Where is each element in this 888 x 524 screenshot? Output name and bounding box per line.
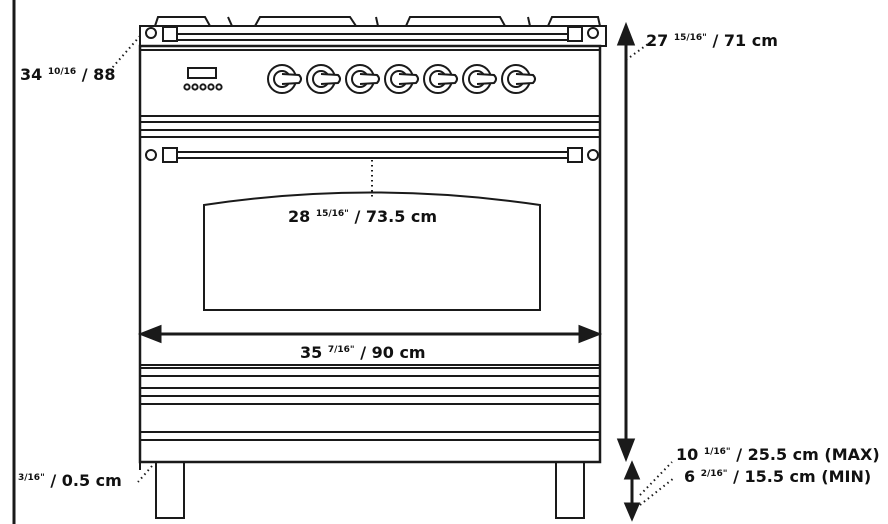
range-body xyxy=(138,44,602,464)
control-knob xyxy=(345,64,380,94)
control-button xyxy=(183,83,191,91)
panel-trim xyxy=(140,121,600,131)
control-buttons xyxy=(183,83,223,91)
handle-end-right xyxy=(587,149,599,161)
leg-arrow xyxy=(623,460,641,522)
cooktop-grates xyxy=(154,16,601,27)
top-rail xyxy=(139,25,607,47)
oven-door xyxy=(139,136,601,366)
control-button xyxy=(215,83,223,91)
range-legs xyxy=(139,461,585,519)
leader-lines xyxy=(111,35,675,506)
control-knob xyxy=(501,64,536,94)
width-label: 35 7/16" / 90 cm xyxy=(300,337,426,362)
oven-height-label: 28 15/16" / 73.5 cm xyxy=(288,201,437,226)
depth-label: 34 10/16 / 88 xyxy=(20,59,115,84)
height-label: 27 15/16" / 71 cm xyxy=(646,25,778,50)
leg-max-label: 10 1/16" / 25.5 cm (MAX) xyxy=(676,439,880,464)
foot-gap-label: 3/16" / 0.5 cm xyxy=(18,465,122,490)
handle-end-left xyxy=(145,149,157,161)
leg-min-label: 6 2/16" / 15.5 cm (MIN) xyxy=(684,461,871,486)
display-screen xyxy=(187,67,217,79)
control-knob xyxy=(267,64,302,94)
control-button xyxy=(199,83,207,91)
control-button xyxy=(207,83,215,91)
control-button xyxy=(191,83,199,91)
lower-drawer xyxy=(140,367,600,441)
oven-window xyxy=(203,191,541,311)
control-panel xyxy=(139,49,601,117)
control-knob xyxy=(423,64,458,94)
control-knob xyxy=(384,64,419,94)
control-knob xyxy=(306,64,341,94)
control-knob xyxy=(462,64,497,94)
height-arrow xyxy=(616,21,636,463)
width-arrow xyxy=(137,324,603,344)
control-knobs xyxy=(267,64,536,94)
